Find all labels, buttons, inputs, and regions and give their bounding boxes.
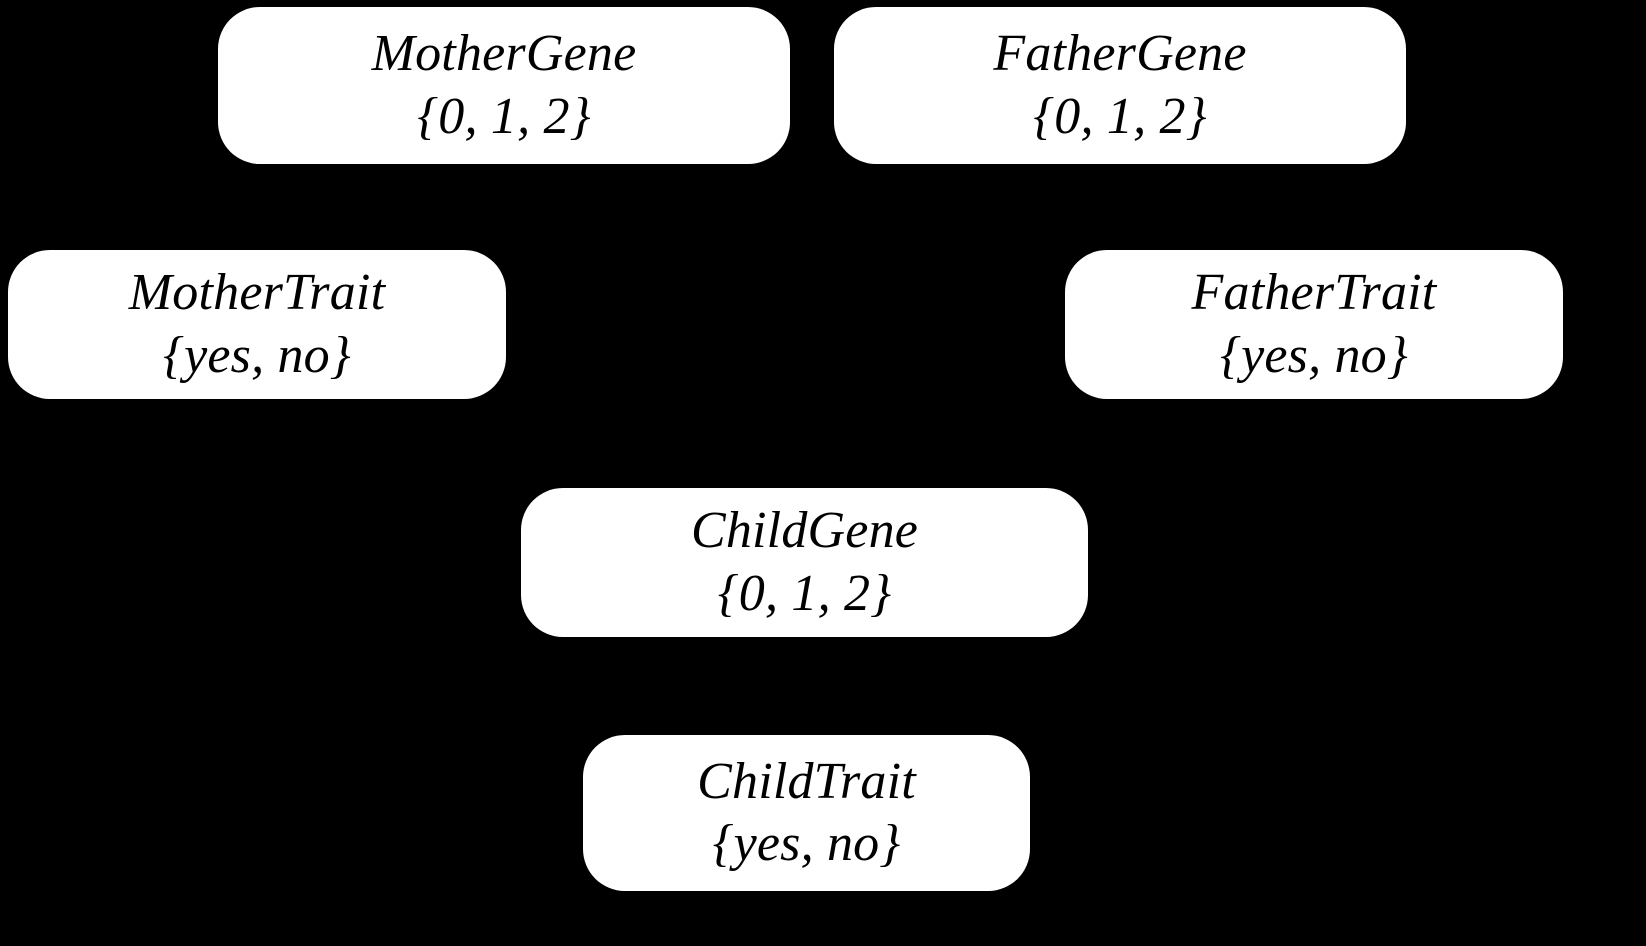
node-father-gene-domain: {0, 1, 2} — [1033, 87, 1207, 145]
node-mother-trait-label: MotherTrait — [128, 264, 386, 322]
node-mother-gene-label: MotherGene — [371, 25, 637, 83]
node-mother-trait-domain: {yes, no} — [163, 326, 351, 384]
node-father-trait-label: FatherTrait — [1191, 264, 1437, 322]
node-child-trait[interactable]: ChildTrait {yes, no} — [583, 735, 1030, 891]
node-child-trait-domain: {yes, no} — [712, 815, 901, 872]
node-father-trait[interactable]: FatherTrait {yes, no} — [1065, 250, 1563, 399]
node-father-gene[interactable]: FatherGene {0, 1, 2} — [834, 7, 1406, 164]
node-child-gene[interactable]: ChildGene {0, 1, 2} — [521, 488, 1088, 637]
node-father-trait-domain: {yes, no} — [1220, 326, 1408, 384]
node-child-gene-label: ChildGene — [690, 502, 919, 560]
node-mother-gene[interactable]: MotherGene {0, 1, 2} — [218, 7, 790, 164]
node-mother-trait[interactable]: MotherTrait {yes, no} — [8, 250, 506, 399]
node-child-gene-domain: {0, 1, 2} — [717, 564, 892, 622]
node-mother-gene-domain: {0, 1, 2} — [417, 87, 591, 145]
node-father-gene-label: FatherGene — [993, 25, 1247, 83]
node-child-trait-label: ChildTrait — [697, 752, 916, 810]
